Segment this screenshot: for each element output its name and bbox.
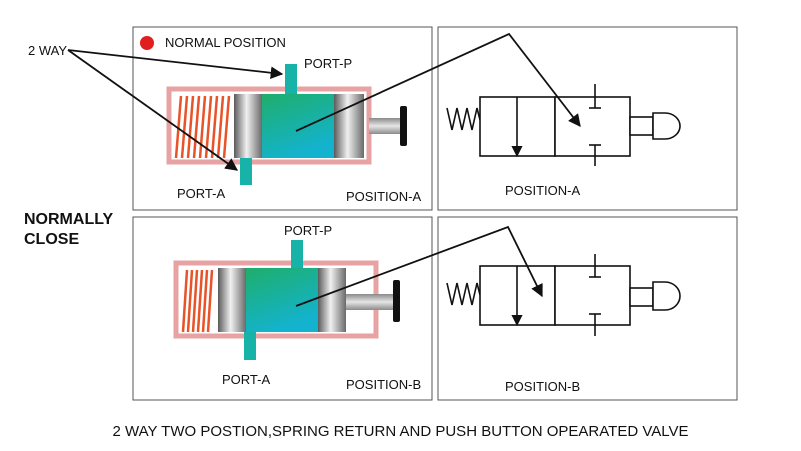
push-rod-a	[369, 118, 402, 134]
spool-a	[262, 94, 334, 158]
position-b-label-right: POSITION-B	[505, 379, 581, 394]
frame-position-b-right	[437, 216, 738, 401]
port-p-b	[291, 240, 303, 268]
push-button-b	[393, 280, 400, 322]
valve-body-b	[173, 240, 400, 360]
two-way-arrow-to-port-p	[67, 49, 284, 79]
valve-symbol-a	[446, 84, 681, 166]
pointer-arrow-b	[295, 225, 543, 307]
piston-right-b	[318, 268, 346, 332]
port-a-label-a: PORT-A	[177, 186, 226, 201]
port-p-a	[285, 64, 297, 94]
position-b-label-left: POSITION-B	[346, 377, 422, 392]
push-button-symbol-a	[652, 112, 681, 140]
normal-position-label: NORMAL POSITION	[165, 35, 286, 50]
normally-label: NORMALLY	[24, 211, 114, 228]
valve-symbol-b	[446, 254, 681, 336]
diagram-caption: 2 WAY TWO POSTION,SPRING RETURN AND PUSH…	[112, 423, 689, 440]
push-button-symbol-b	[652, 281, 681, 311]
frame-position-b-left	[132, 216, 433, 401]
port-p-label-b: PORT-P	[284, 223, 333, 238]
pointer-arrow-a	[295, 32, 581, 132]
piston-left-a	[234, 94, 262, 158]
spool-b	[246, 268, 318, 332]
port-p-label-a: PORT-P	[304, 56, 353, 71]
position-a-label-right: POSITION-A	[505, 183, 581, 198]
normal-position-dot	[140, 36, 154, 50]
piston-right-a	[334, 94, 364, 158]
spring-symbol-b	[446, 282, 481, 306]
close-label: CLOSE	[24, 231, 80, 248]
two-way-arrow-to-port-a	[67, 49, 239, 171]
spring-b	[181, 269, 214, 333]
push-rod-b	[346, 294, 396, 310]
two-way-label: 2 WAY	[28, 43, 68, 58]
port-a-b	[244, 332, 256, 360]
push-button-a	[400, 106, 407, 146]
port-a-label-b: PORT-A	[222, 372, 271, 387]
port-a-a	[240, 158, 252, 185]
position-a-label-left: POSITION-A	[346, 189, 422, 204]
frame-position-a-right	[437, 26, 738, 211]
spring-symbol-a	[446, 107, 481, 131]
valve-body-a	[166, 64, 407, 185]
frame-position-a-left	[132, 26, 433, 211]
piston-left-b	[218, 268, 246, 332]
